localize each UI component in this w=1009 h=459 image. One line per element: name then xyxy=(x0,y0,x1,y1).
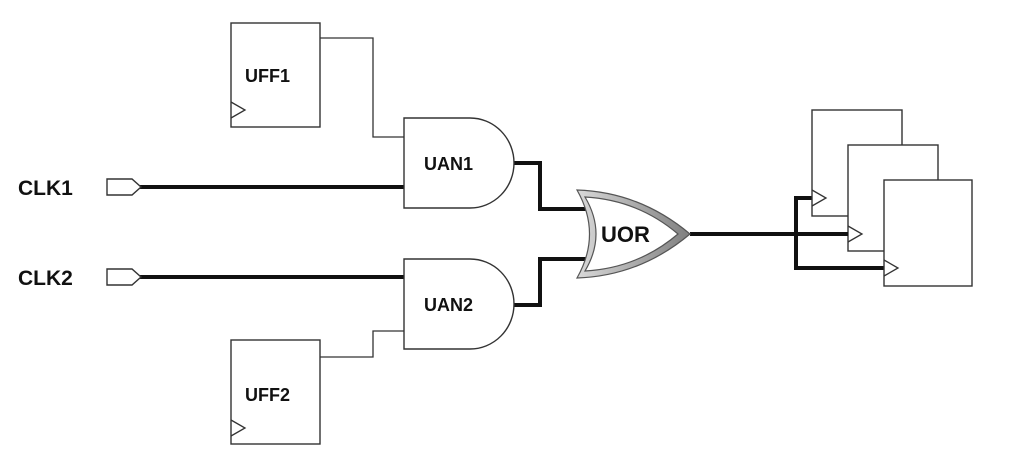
uor-or-gate[interactable]: UOR xyxy=(575,189,691,279)
register-front-clock-triangle-icon xyxy=(883,259,900,277)
uff2-label: UFF2 xyxy=(245,385,290,405)
clk1-label: CLK1 xyxy=(18,177,73,200)
uff1-clock-triangle-icon xyxy=(230,101,247,119)
uff2-clock-triangle-icon xyxy=(230,419,247,437)
uor-label: UOR xyxy=(601,222,650,247)
register-middle-clock-triangle-icon xyxy=(847,225,864,243)
wire-uff1-to-uan1 xyxy=(320,37,404,138)
uff1-flipflop[interactable]: UFF1 xyxy=(230,22,321,128)
wire-clock-fanout xyxy=(794,196,812,234)
output-register-front[interactable] xyxy=(883,179,973,287)
wire-uan1-to-uor xyxy=(514,161,594,211)
uan2-and-gate[interactable]: UAN2 xyxy=(403,258,515,350)
uan1-label: UAN1 xyxy=(424,154,473,174)
clk2-label: CLK2 xyxy=(18,267,73,290)
uff1-label: UFF1 xyxy=(245,66,290,86)
uan1-and-gate[interactable]: UAN1 xyxy=(403,117,515,209)
uan2-label: UAN2 xyxy=(424,295,473,315)
wire-uff2-to-uan2 xyxy=(320,330,404,358)
wire-uan2-to-uor xyxy=(514,257,594,307)
clk2-port-icon[interactable] xyxy=(106,268,143,286)
wire-clock-fanout-2 xyxy=(794,234,884,270)
register-back-clock-triangle-icon xyxy=(811,189,828,207)
clk1-port-icon[interactable] xyxy=(106,178,143,196)
uff2-flipflop[interactable]: UFF2 xyxy=(230,339,321,445)
